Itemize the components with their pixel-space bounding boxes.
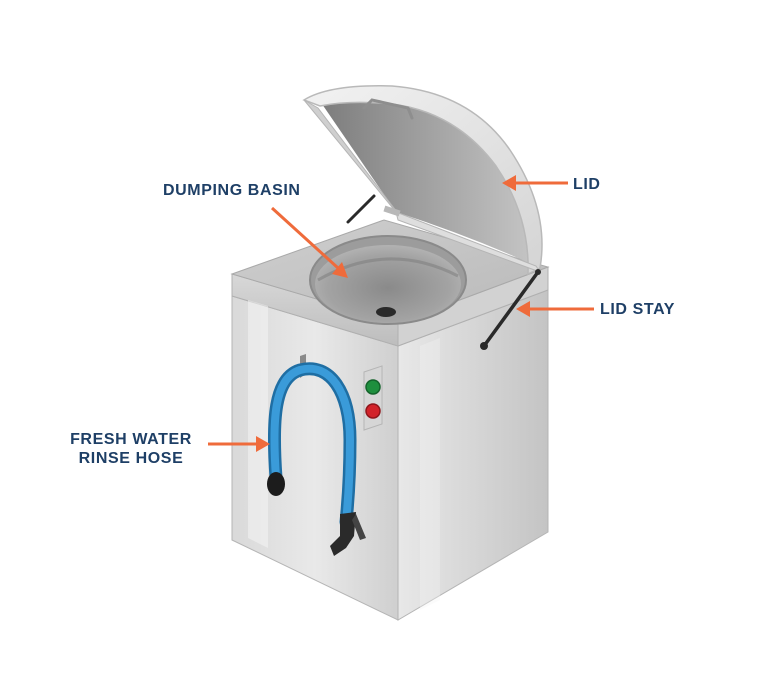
callout-arrows: [208, 175, 594, 452]
drain-hole: [376, 307, 396, 317]
lid-stays: [346, 194, 541, 350]
lid: [302, 85, 543, 276]
label-rinse-hose: FRESH WATER RINSE HOSE: [58, 430, 204, 468]
arrow-rinse-hose: [208, 436, 270, 452]
lid-stay-right: [482, 270, 540, 348]
label-rinse-hose-line1: FRESH WATER: [70, 431, 192, 448]
hose-end: [267, 472, 285, 496]
arrow-dumping-basin: [270, 206, 348, 278]
label-rinse-hose-line2: RINSE HOSE: [78, 450, 184, 467]
control-panel: [363, 365, 383, 431]
arrow-lid: [502, 175, 568, 191]
rinse-hose: [267, 354, 366, 556]
lid-handle: [362, 98, 414, 120]
label-lid: LID: [573, 176, 601, 193]
spray-nozzle[interactable]: [330, 512, 366, 556]
stop-button[interactable]: [365, 403, 381, 419]
label-lid-stay: LID STAY: [600, 301, 676, 318]
dumping-basin: [309, 235, 467, 325]
lid-stay-left: [346, 194, 376, 224]
arrow-lid-stay: [516, 301, 594, 317]
start-button[interactable]: [365, 379, 381, 395]
lid-hinge: [383, 205, 401, 217]
label-dumping-basin: DUMPING BASIN: [163, 182, 301, 199]
lid-interior: [322, 98, 536, 266]
